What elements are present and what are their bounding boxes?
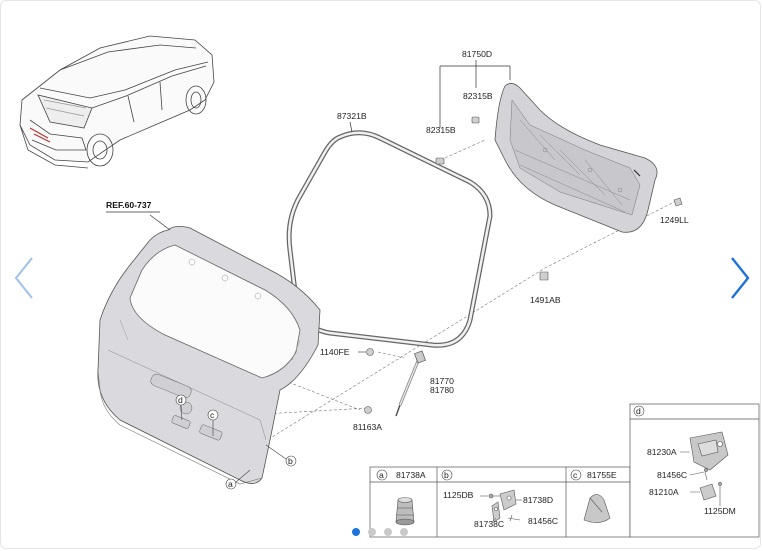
callout-a-circle	[225, 478, 237, 490]
label-81738C: 81738C	[474, 519, 504, 529]
callout-d: d	[178, 395, 183, 405]
label-81750D: 81750D	[462, 49, 492, 59]
label-ref: REF.60-737	[106, 200, 152, 210]
label-1140FE: 1140FE	[320, 347, 350, 357]
callout-b: b	[288, 456, 293, 466]
weatherstrip-87321B	[286, 121, 493, 348]
carousel-dot-1[interactable]	[352, 528, 360, 536]
box-c-letter: c	[573, 470, 578, 480]
tailgate-body	[97, 211, 321, 485]
chevron-right-icon	[731, 257, 750, 299]
label-82315B-top: 82315B	[463, 91, 493, 101]
label-1125DM: 1125DM	[704, 506, 736, 516]
carousel-dot-2[interactable]	[368, 528, 376, 536]
box-d-letter: d	[636, 406, 641, 416]
car-thumbnail	[19, 35, 215, 169]
chevron-left-icon	[14, 257, 33, 299]
label-81456C-b: 81456C	[528, 516, 558, 526]
label-81230A: 81230A	[647, 447, 677, 457]
carousel-dot-4[interactable]	[400, 528, 408, 536]
box-d-labels: 81230A 81456C 81210A 1125DM	[647, 447, 736, 516]
carousel-dot-3[interactable]	[384, 528, 392, 536]
label-81780: 81780	[430, 385, 454, 395]
box-a-part: 81738A	[396, 470, 426, 480]
detail-headers: a 81738A b c 81755E d	[376, 405, 645, 481]
label-82315B-left: 82315B	[426, 125, 456, 135]
next-slide-button[interactable]	[724, 250, 758, 306]
callout-b-circle	[285, 455, 297, 467]
gas-strut	[395, 350, 426, 417]
label-1125DB: 1125DB	[443, 490, 474, 500]
box-d-drawing	[680, 431, 729, 506]
label-1491AB: 1491AB	[530, 295, 561, 305]
detail-table	[369, 403, 760, 538]
fasteners	[364, 116, 683, 414]
box-b-labels: 1125DB 81738D 81738C 81456C	[443, 490, 558, 529]
label-87321B: 87321B	[337, 111, 367, 121]
bracket-81750D	[439, 60, 511, 128]
box-c-part: 81755E	[587, 470, 617, 480]
box-b-letter: b	[444, 470, 449, 480]
box-b-drawing	[488, 489, 521, 523]
callout-letters: d c b a	[178, 395, 293, 489]
label-81770: 81770	[430, 376, 454, 386]
label-81456C-d: 81456C	[657, 470, 687, 480]
label-1249LL: 1249LL	[660, 215, 689, 225]
callout-a: a	[228, 479, 233, 489]
box-a-letter: a	[379, 470, 384, 480]
label-81163A: 81163A	[353, 422, 382, 432]
trim-panel	[494, 83, 658, 233]
prev-slide-button[interactable]	[6, 250, 40, 306]
callouts	[175, 394, 297, 490]
carousel-dots	[352, 528, 408, 536]
part-81755E-drawing	[583, 494, 611, 523]
label-81210A: 81210A	[649, 487, 679, 497]
label-81738D: 81738D	[523, 495, 553, 505]
part-labels: REF.60-737 87321B 81750D 82315B 82315B 1…	[106, 49, 689, 432]
callout-c: c	[210, 410, 215, 420]
part-81738A-drawing	[395, 497, 415, 526]
